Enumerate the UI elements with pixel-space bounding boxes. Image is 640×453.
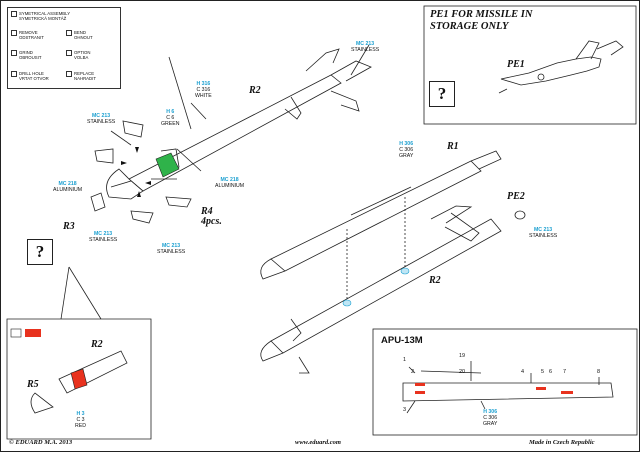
label-mc218-left: MC 218 ALUMINIUM <box>53 181 83 193</box>
part-r1: R1 <box>447 141 459 152</box>
drill-hole-icon <box>11 71 17 77</box>
label-mc213-r3: MC 213 STAINLESS <box>89 231 118 243</box>
legend-item-bend: BEND OHNOUT <box>66 30 93 40</box>
symmetric-assembly-icon <box>11 11 17 17</box>
label-h316-white: H 316 C 316 WHITE <box>195 81 212 99</box>
missile-top-seeker <box>106 168 144 200</box>
label-h306-apu: H 306 C 306 GRAY <box>483 409 498 427</box>
legend-item-drill: DRILL HOLE VRTAT OTVOR <box>11 71 49 81</box>
label-h6-green: H 6 C 6 GREEN <box>161 109 180 127</box>
storage-box-frame <box>423 5 637 125</box>
label-mc218-right: MC 218 ALUMINIUM <box>215 177 245 189</box>
part-pe1-label: PE1 <box>507 59 525 70</box>
storage-box-title: PE1 FOR MISSILE IN STORAGE ONLY <box>430 9 533 32</box>
remove-icon <box>11 30 17 36</box>
green-band <box>155 152 180 178</box>
apu-num-8: 8 <box>597 369 601 375</box>
legend-item-remove: REMOVE ODSTRANIT <box>11 30 44 40</box>
red-color-swatch <box>25 329 41 337</box>
apu-num-5: 5 <box>541 369 545 375</box>
detail-question-box: ? <box>27 239 53 265</box>
label-mc213-top: MC 213 STAINLESS <box>351 41 380 53</box>
apu-box-frame <box>372 328 638 436</box>
apu-num-4: 4 <box>521 369 525 375</box>
part-r2-top: R2 <box>249 85 261 96</box>
footer-copyright: © EDUARD M.A. 2013 <box>9 439 73 446</box>
label-h3-red: H 3 C 3 RED <box>75 411 86 429</box>
bend-icon <box>66 30 72 36</box>
footer-made-in: Made in Czech Republic <box>529 439 595 446</box>
part-r4: R4 4pcs. <box>201 206 222 227</box>
replace-icon <box>66 71 72 77</box>
grind-icon <box>11 50 17 56</box>
label-mc213-fin: MC 213 STAINLESS <box>87 113 116 125</box>
part-r5: R5 <box>27 379 39 390</box>
missile-top-body <box>128 74 342 192</box>
option-icon <box>66 50 72 56</box>
apu-num-3: 3 <box>403 407 407 413</box>
legend-item-replace: REPLACE NAHRADIT <box>66 71 96 81</box>
missile-r1-body <box>270 160 482 272</box>
legend-item-grind: GRIND OBROUSIT <box>11 50 41 60</box>
legend-box: SYMETRICAL ASSEMBLY SYMETRICKÁ MONTÁŽ RE… <box>7 7 121 89</box>
footer-website: www.eduard.com <box>295 439 341 446</box>
apu-title: APU-13M <box>381 335 423 346</box>
part-r2-mid: R2 <box>429 275 441 286</box>
apu-num-7: 7 <box>563 369 567 375</box>
apu-num-2: 2 <box>411 369 415 375</box>
legend-item-option: OPTION VOLBA <box>66 50 90 60</box>
label-h306-gray: H 306 C 306 GRAY <box>399 141 414 159</box>
pe1-missile-end <box>500 56 602 86</box>
storage-question-box: ? <box>429 81 455 107</box>
part-r2-detail: R2 <box>91 339 103 350</box>
apu-num-20: 20 <box>459 369 466 375</box>
label-mc213-r4: MC 213 STAINLESS <box>157 243 186 255</box>
apu-num-1: 1 <box>403 357 407 363</box>
apu-launcher-rail <box>402 382 614 402</box>
detail-box-frame <box>6 318 152 440</box>
legend-item-symmetric: SYMETRICAL ASSEMBLY SYMETRICKÁ MONTÁŽ <box>11 11 70 21</box>
red-seeker-part <box>70 368 88 390</box>
part-r3: R3 <box>63 221 75 232</box>
label-mc213-pe2: MC 213 STAINLESS <box>529 227 558 239</box>
apu-num-6: 6 <box>549 369 553 375</box>
missile-r2-body <box>270 218 502 354</box>
part-pe2: PE2 <box>507 191 525 202</box>
apu-num-19: 19 <box>459 353 466 359</box>
